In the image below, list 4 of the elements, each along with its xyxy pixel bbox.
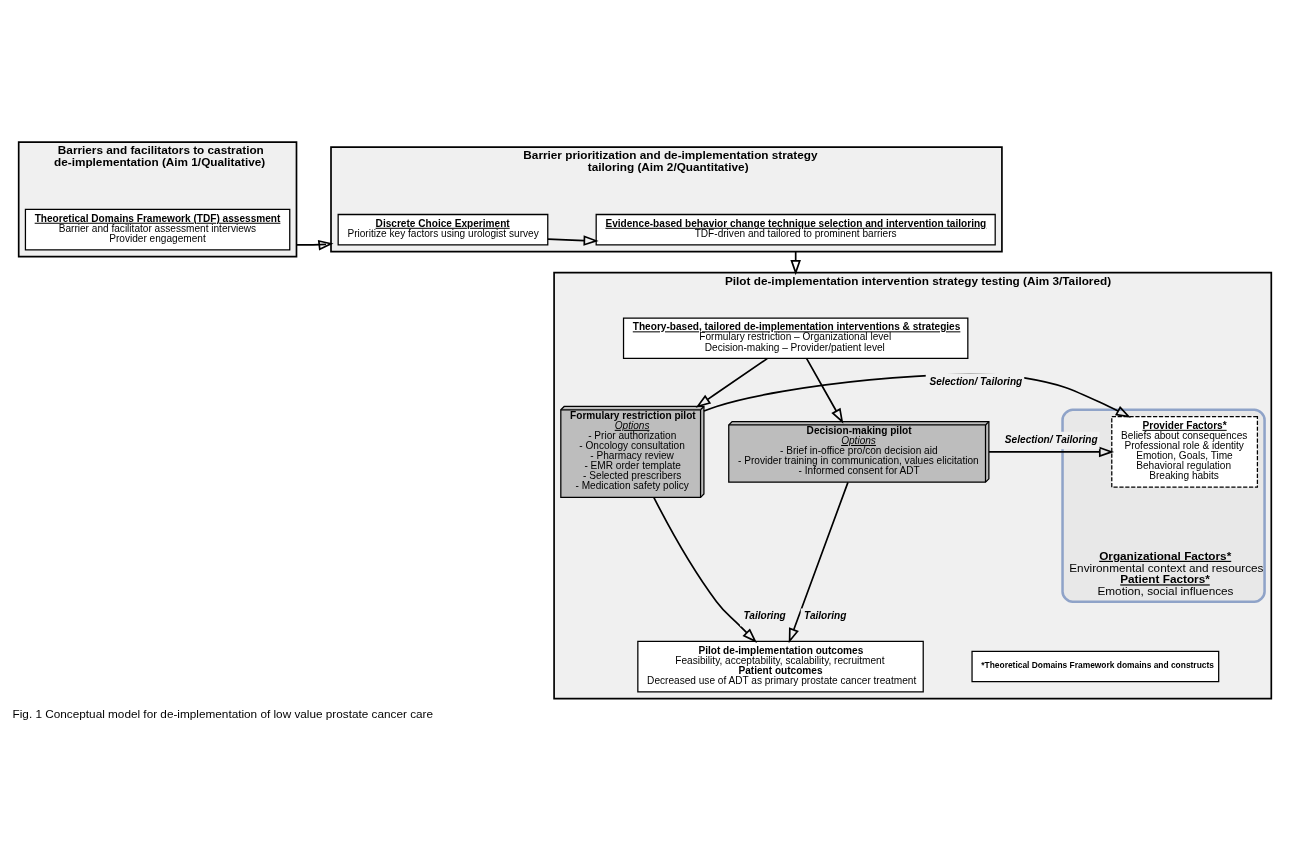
edge-label: Tailoring bbox=[743, 610, 786, 622]
edge-label: Selection/ Tailoring bbox=[929, 375, 1023, 387]
edge-label: Tailoring bbox=[804, 610, 847, 622]
caption: Fig. 1 Conceptual model for de-implementation of low value prostate cancer care bbox=[12, 707, 434, 721]
